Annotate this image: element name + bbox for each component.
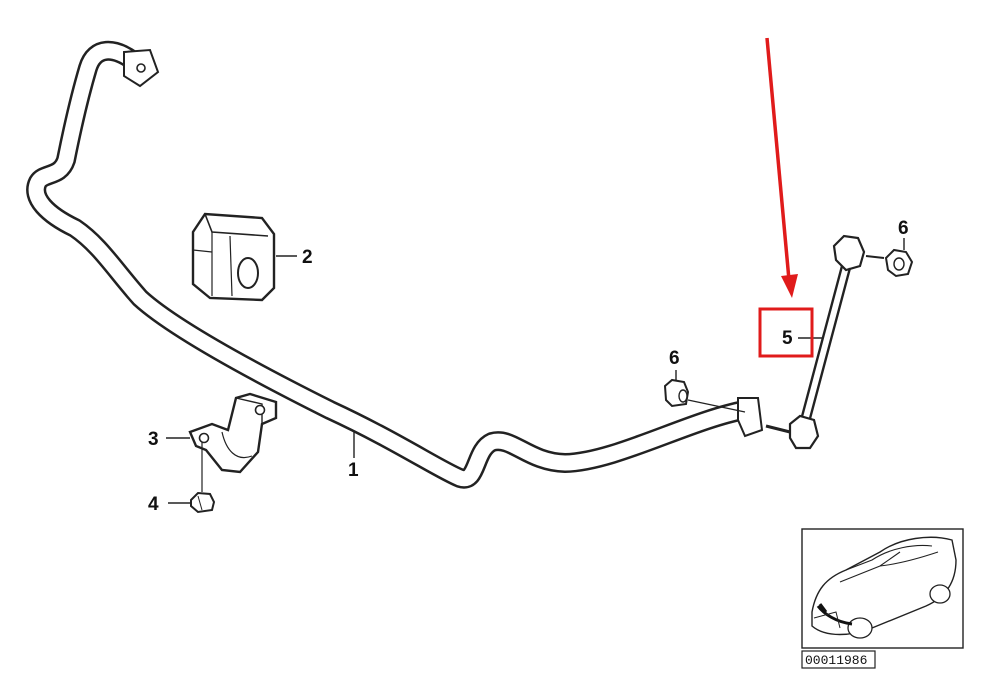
highlight-box	[758, 307, 814, 358]
self-locking-nut-upper	[884, 248, 914, 278]
stabilizer-bar	[26, 40, 764, 489]
callout-1: 1	[348, 460, 359, 481]
bushing-bracket	[188, 392, 278, 492]
highlight-arrow	[765, 37, 798, 298]
stabilizer-bushing	[191, 212, 276, 302]
callout-6-upper: 6	[898, 218, 909, 239]
stabilizer-link	[765, 234, 885, 450]
callout-5: 5	[782, 328, 793, 349]
nut-part-4	[190, 491, 216, 514]
callout-3: 3	[148, 429, 159, 450]
callout-6-lower: 6	[669, 348, 680, 369]
self-locking-nut-lower	[663, 378, 746, 413]
callout-4: 4	[148, 494, 159, 515]
vehicle-locator-inset	[801, 528, 964, 649]
diagram-reference-number: 00011986	[805, 653, 867, 668]
callout-2: 2	[302, 247, 313, 268]
